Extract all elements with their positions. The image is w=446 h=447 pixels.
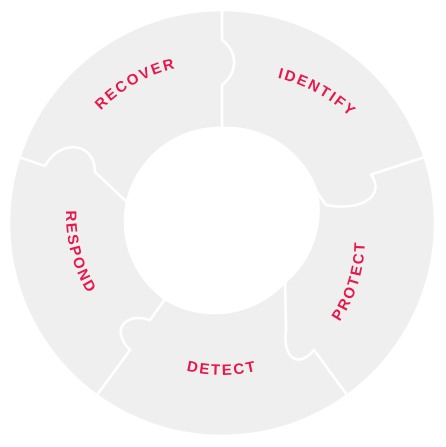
segment-recover xyxy=(18,8,236,204)
wheel-segments xyxy=(7,8,437,438)
label-detect: DETECT xyxy=(185,358,258,379)
